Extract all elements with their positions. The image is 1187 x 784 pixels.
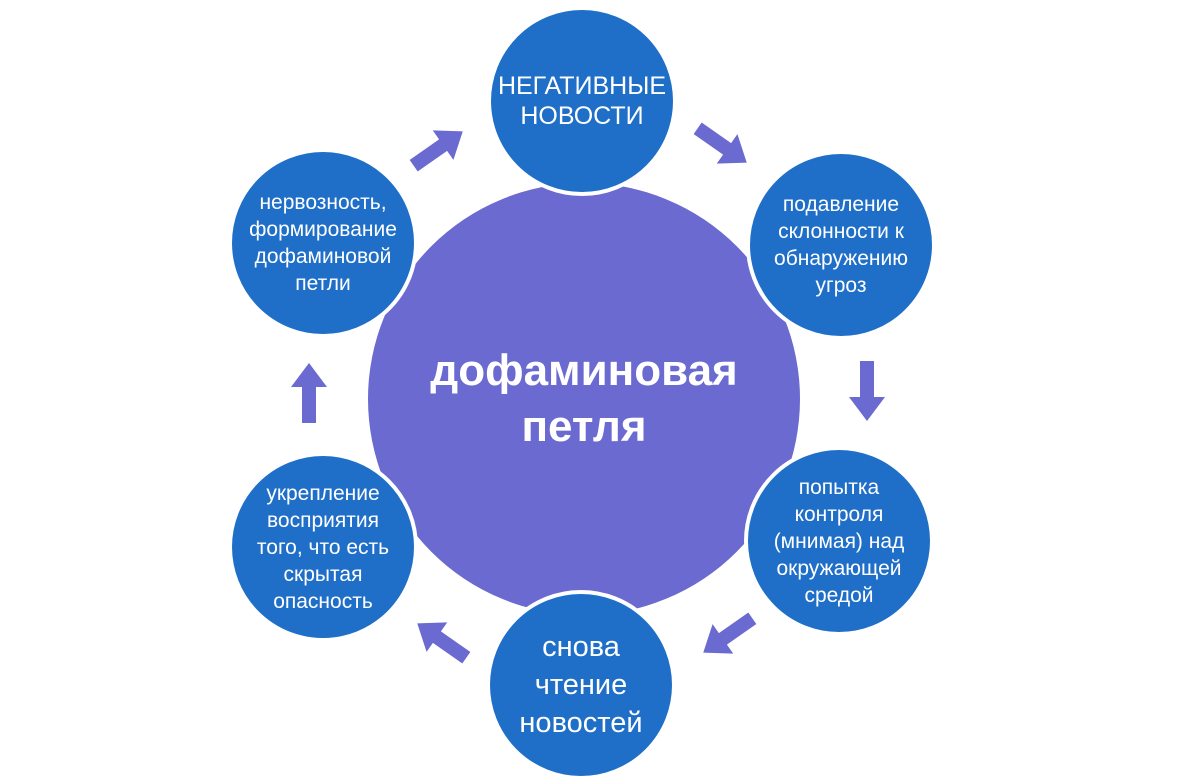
node-nervousness-label: нервозность, формирование дофаминовой пе… [249, 191, 397, 295]
node-control-attempt: попытка контроля (мнимая) над окружающей… [744, 446, 934, 636]
node-nervousness: нервозность, формирование дофаминовой пе… [228, 148, 418, 338]
arrow-top-to-top-right [686, 112, 760, 180]
node-hidden-danger: укрепление восприятия того, что есть скр… [228, 452, 418, 642]
arrow-top-right-to-bottom-right [847, 361, 887, 423]
node-reading-again: снова чтение новостей [486, 590, 676, 780]
arrow-bottom-left-to-top-left [289, 361, 329, 423]
node-reading-again-label: снова чтение новостей [519, 631, 643, 739]
arrow-top-left-to-top [402, 114, 476, 182]
node-control-attempt-label: попытка контроля (мнимая) над окружающей… [773, 475, 905, 607]
arrow-bottom-to-bottom-left [404, 606, 478, 674]
node-threat-suppression: подавление склонности к обнаружению угро… [746, 150, 936, 340]
arrow-bottom-right-to-bottom [690, 602, 764, 670]
center-label: дофаминовая петля [430, 346, 738, 451]
node-hidden-danger-label: укрепление восприятия того, что есть скр… [256, 481, 390, 613]
node-negative-news: НЕГАТИВНЫЕ НОВОСТИ [487, 6, 677, 196]
center-circle: дофаминовая петля [368, 183, 800, 615]
node-negative-news-label: НЕГАТИВНЫЕ НОВОСТИ [497, 72, 667, 130]
node-threat-suppression-label: подавление склонности к обнаружению угро… [774, 193, 908, 297]
